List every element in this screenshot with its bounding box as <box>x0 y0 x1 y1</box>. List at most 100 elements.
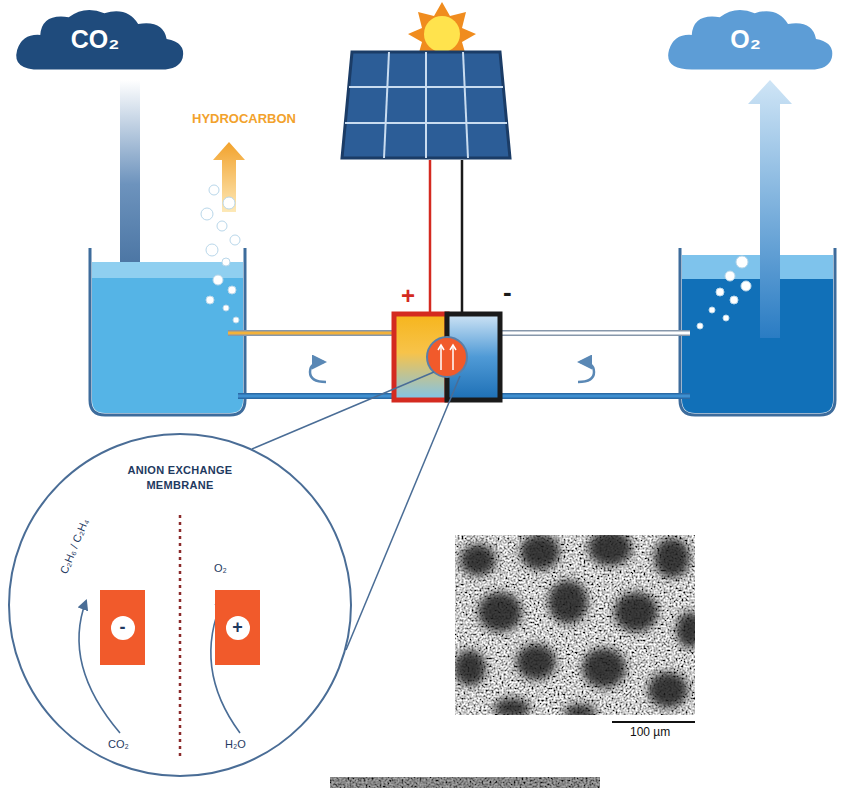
electrolyser-cell-part-part <box>452 346 454 370</box>
sem-image-part-part <box>460 544 496 576</box>
sem-image <box>454 530 704 720</box>
sun-part <box>424 16 460 52</box>
sem-image-part-part <box>516 644 556 680</box>
wires-part <box>429 160 432 312</box>
gas-bubbles-part <box>723 315 729 321</box>
wires <box>430 160 462 312</box>
electrolyser-cell-part-part <box>450 345 456 350</box>
circulation-arrows-part <box>578 362 594 382</box>
gas-bubbles-part <box>233 317 239 323</box>
anode-electrode: + <box>215 590 260 665</box>
circulation-arrows-part <box>310 362 326 382</box>
electrode-sign: + <box>226 616 250 640</box>
o2-outflow-arrow <box>748 80 792 338</box>
gas-bubbles-part <box>201 208 213 220</box>
solar-panel-part-part <box>425 52 427 158</box>
electrolyser-cell-part-part <box>438 345 444 350</box>
pipes-part <box>238 393 392 399</box>
left-beaker <box>90 248 250 422</box>
sem-image-part-part <box>588 535 632 566</box>
sem-image-part-part <box>494 698 530 715</box>
co2-cloud: CO₂ <box>10 5 188 73</box>
gas-label: CO₂ <box>71 25 120 54</box>
right-beaker-part <box>680 248 835 415</box>
electrolyser-cell-part <box>438 345 456 370</box>
scale-label: 100 µm <box>630 726 670 740</box>
left-beaker-part-part <box>90 262 250 422</box>
pipes-part <box>228 330 392 336</box>
cathode-electrode: - <box>100 590 145 665</box>
pipes-part <box>502 393 690 399</box>
sem-image-part <box>455 535 695 715</box>
product-formula: C₂H₆ / C₂H₄ <box>57 517 91 576</box>
polarity-sign: - <box>503 278 512 308</box>
pipes-part <box>502 330 690 336</box>
scale-bar <box>612 721 695 723</box>
pipes-part <box>238 395 392 398</box>
gas-bubbles-part <box>230 235 240 245</box>
wires-part <box>461 160 464 312</box>
zoom-circle-shape <box>9 434 351 776</box>
sem-image-part-part <box>455 650 486 686</box>
pipes-part <box>502 332 690 335</box>
sem-image-part-part <box>648 672 688 708</box>
gas-bubbles-part <box>206 244 218 256</box>
cropped-sem-image-part-part <box>330 777 600 788</box>
gas-bubbles-part <box>223 305 229 311</box>
solar-panel-part-part <box>345 122 507 124</box>
electrolyser-cell-part-part <box>440 346 442 370</box>
gas-bubbles-part <box>228 286 236 294</box>
gas-bubbles-part <box>222 258 230 266</box>
membrane-heading: ANION EXCHANGE MEMBRANE <box>110 463 250 493</box>
cathode-electrode-shape <box>100 590 145 665</box>
left-beaker-part <box>90 262 250 422</box>
sem-image-part-part <box>520 535 560 570</box>
sem-image-part-part <box>548 580 588 624</box>
sem-image-part-part <box>478 592 522 632</box>
reactant-formula: CO₂ <box>108 738 129 751</box>
solar-panel <box>342 52 510 158</box>
solar-panel-part-part <box>349 86 503 88</box>
cropped-sem-image-part <box>330 777 600 788</box>
solar-panel-part <box>342 52 510 158</box>
o2-cloud-shape <box>668 10 832 70</box>
solar-panel-part <box>345 52 507 158</box>
left-beaker-part <box>90 248 245 415</box>
product-label: HYDROCARBON <box>192 112 296 127</box>
gas-bubbles-part <box>206 296 214 304</box>
cropped-sem-image <box>330 777 600 788</box>
gas-bubbles-part <box>730 296 738 304</box>
solar-panel-part-part <box>384 52 389 158</box>
electrolyser-cell <box>394 314 500 400</box>
gas-bubbles-part <box>209 185 219 195</box>
membrane-line <box>179 515 182 760</box>
sem-image-part-part <box>654 538 690 578</box>
co2-cloud-shape <box>16 10 183 70</box>
o2-cloud: O₂ <box>662 5 837 73</box>
gas-bubbles-part <box>223 197 235 209</box>
gas-bubbles-part <box>736 256 748 268</box>
gas-label: O₂ <box>730 25 761 54</box>
pipes-part <box>502 395 690 398</box>
solar-panel-part-part <box>463 52 468 158</box>
reactant-formula: H₂O <box>225 738 246 751</box>
anode-electrode-shape <box>215 590 260 665</box>
gas-bubbles-part <box>213 275 223 285</box>
product-formula: O₂ <box>214 562 227 575</box>
gas-bubbles-part <box>217 221 227 231</box>
pipes-part <box>228 332 392 335</box>
zoom-lines-part <box>252 372 434 449</box>
sem-image-part-part <box>676 612 695 648</box>
electrode-sign: - <box>111 616 135 640</box>
sem-image-part-part <box>564 704 596 715</box>
cropped-sem-image-part <box>330 777 600 788</box>
gas-bubbles-part <box>697 323 703 329</box>
gas-bubbles <box>201 185 751 329</box>
polarity-sign: + <box>401 282 415 310</box>
zoom-circle: ANION EXCHANGE MEMBRANE - + <box>8 433 352 777</box>
sem-image-part-part <box>614 592 658 632</box>
electrolyser-cell-part <box>427 337 467 377</box>
gas-bubbles-part <box>716 288 724 296</box>
